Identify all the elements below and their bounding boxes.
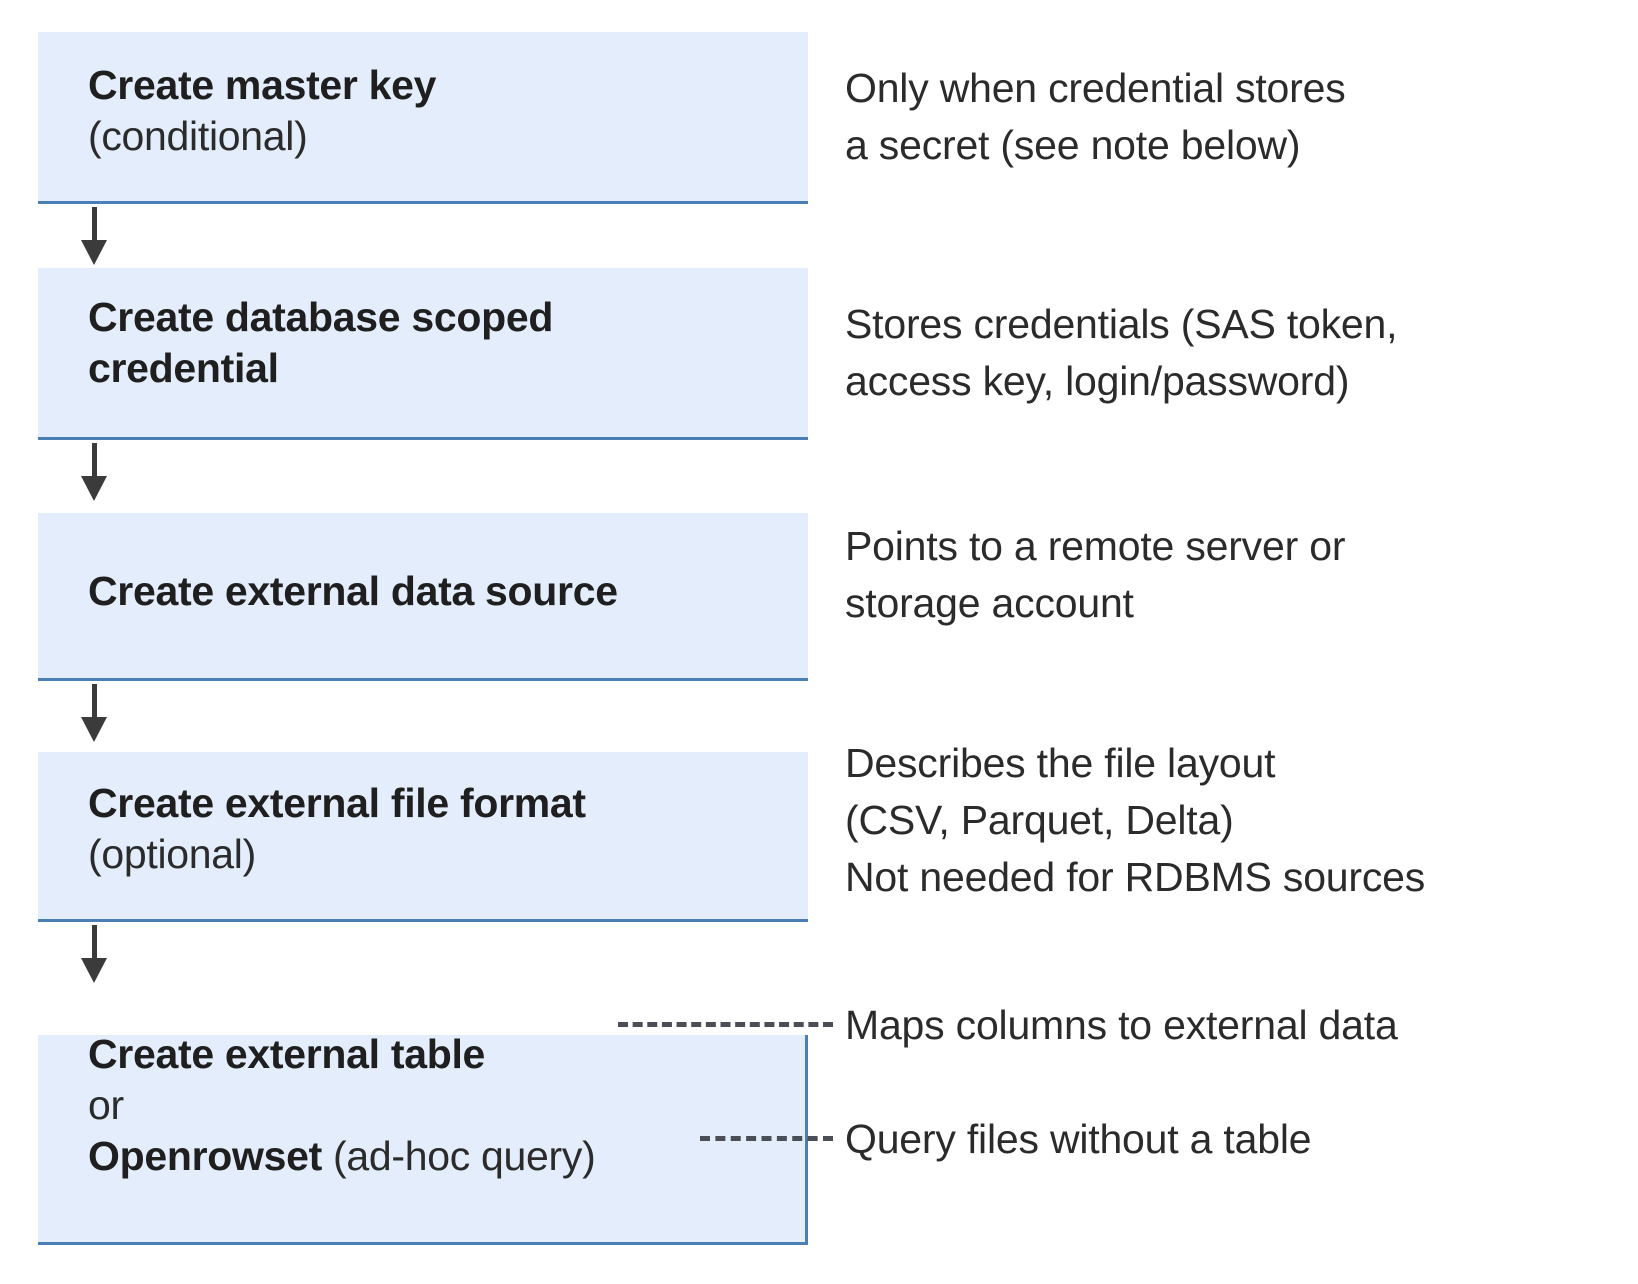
note-create-external-table: Maps columns to external data [845,1002,1398,1048]
note-create-external-data-source: Points to a remote server or storage acc… [845,523,1346,626]
step-title: Create master key [88,62,437,108]
note-create-database-scoped-credential: Stores credentials (SAS token, access ke… [845,301,1398,404]
arrow-down-icon-1 [81,207,107,265]
step-subtitle: (conditional) [88,113,308,159]
final-option-a-title: Create external table [88,1031,486,1077]
note-openrowset: Query files without a table [845,1116,1312,1162]
dashed-connector-openrowset [700,1136,833,1141]
step-title: Create external data source [88,568,618,614]
note-create-external-file-format: Describes the file layout (CSV, Parquet,… [845,740,1426,900]
step-box-create-external-file-format[interactable]: Create external file format (optional) [38,752,808,922]
step-box-create-master-key[interactable]: Create master key (conditional) [38,32,808,204]
final-option-b-title: Openrowset [88,1133,322,1179]
dashed-connector-external-table [618,1022,833,1027]
final-conjunction: or [88,1082,124,1128]
step-box-create-external-table-or-openrowset[interactable]: Create external table or Openrowset (ad-… [38,1031,808,1245]
step-box-create-database-scoped-credential[interactable]: Create database scoped credential [38,268,808,440]
step-subtitle: (optional) [88,831,256,877]
step-box-create-external-data-source[interactable]: Create external data source [38,513,808,681]
arrow-down-icon-3 [81,684,107,742]
step-title: Create database scoped credential [88,294,554,391]
step-title: Create external file format [88,780,586,826]
arrow-down-icon-2 [81,443,107,501]
final-option-b-suffix: (ad-hoc query) [321,1133,596,1179]
final-option-b-line: Openrowset (ad-hoc query) [88,1131,795,1182]
arrow-down-icon-4 [81,925,107,983]
note-create-master-key: Only when credential stores a secret (se… [845,65,1346,168]
